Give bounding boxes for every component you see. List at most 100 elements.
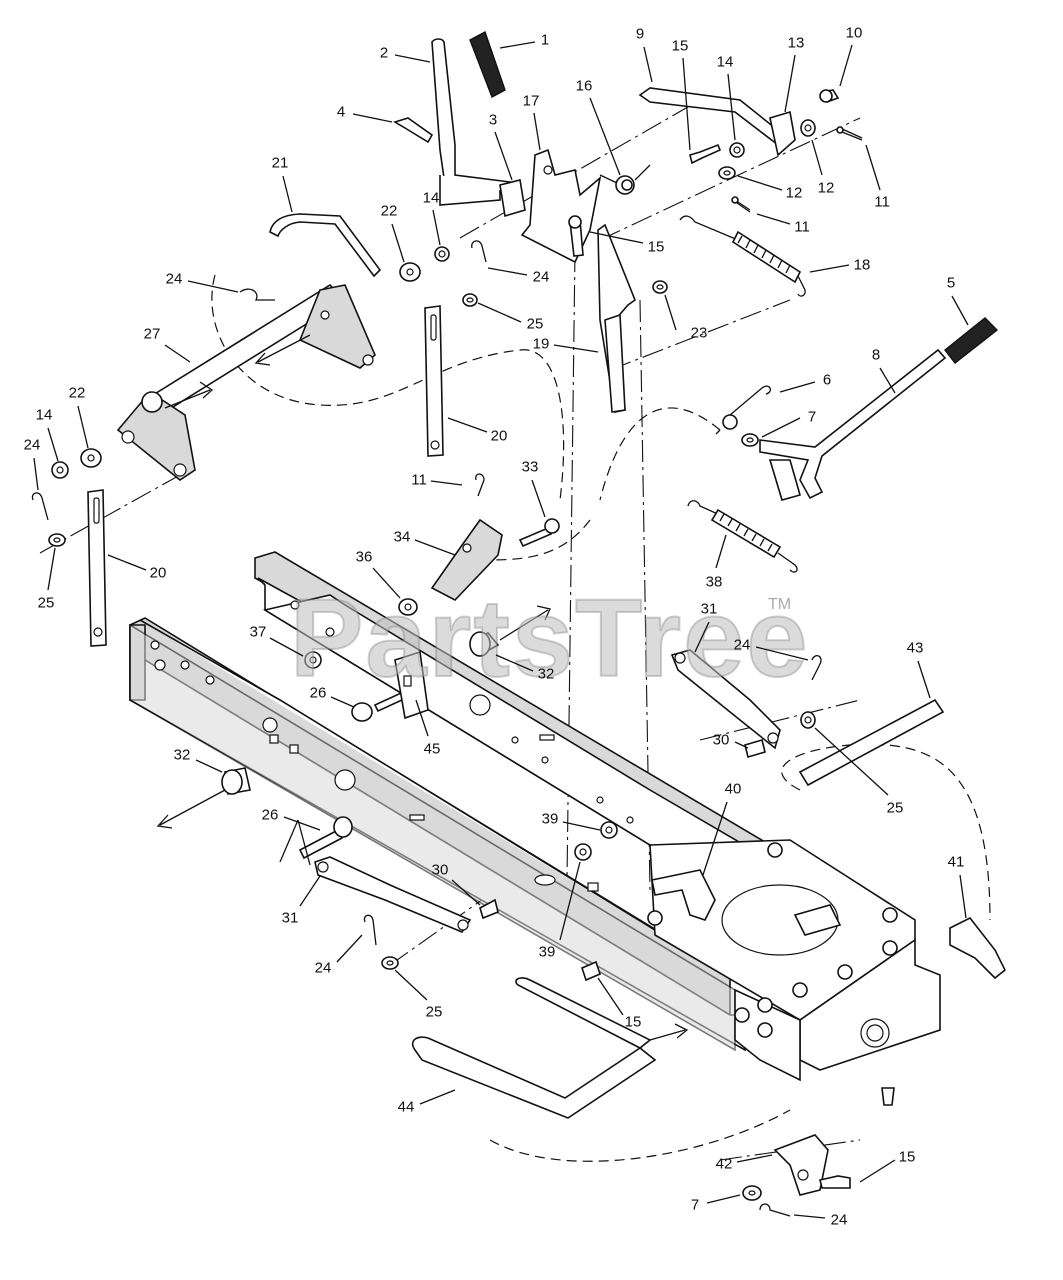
leader-32a [495,654,534,672]
bottom-routing-line [489,1109,791,1162]
callout-41[interactable]: 41 [947,853,965,871]
callout-45[interactable]: 45 [423,740,441,758]
callout-44[interactable]: 44 [397,1098,415,1116]
callout-5[interactable]: 5 [946,274,956,292]
callout-18[interactable]: 18 [853,256,871,274]
callout-24e[interactable]: 24 [314,959,332,977]
callout-12a[interactable]: 12 [785,184,803,202]
callout-15c[interactable]: 15 [624,1013,642,1031]
callout-14b[interactable]: 14 [422,189,440,207]
extension-spring-18 [679,215,806,297]
callout-1[interactable]: 1 [540,31,550,49]
callout-20b[interactable]: 20 [149,564,167,582]
callout-6[interactable]: 6 [822,371,832,389]
brake-arm-31a [670,649,781,750]
callout-42[interactable]: 42 [715,1155,733,1173]
leader-39b [559,861,581,941]
callout-25a[interactable]: 25 [526,315,544,333]
callout-31a[interactable]: 31 [700,600,718,618]
direction-arrow-2 [254,334,311,366]
callout-10[interactable]: 10 [845,24,863,42]
drawbar-44 [411,977,657,1119]
callout-7a[interactable]: 7 [807,408,817,426]
callout-24d[interactable]: 24 [733,636,751,654]
callout-32a[interactable]: 32 [537,665,555,683]
callout-31b[interactable]: 31 [281,909,299,927]
hex-bolt-15a [689,143,722,165]
callout-24a[interactable]: 24 [165,270,183,288]
callout-12b[interactable]: 12 [817,179,835,197]
leader-11c [430,480,463,486]
center-line-6 [699,699,861,741]
callout-26a[interactable]: 26 [309,684,327,702]
lock-nut-14b [51,461,69,479]
callout-25c[interactable]: 25 [886,799,904,817]
shoulder-bolt [393,117,434,144]
hex-bolt-15d [819,1175,851,1189]
callout-24c[interactable]: 24 [23,436,41,454]
torsion-spring-6 [715,385,771,435]
leader-3 [494,131,513,181]
callout-40[interactable]: 40 [724,780,742,798]
leader-33 [531,479,546,518]
callout-21[interactable]: 21 [271,154,289,172]
lift-link-20a [424,305,444,457]
callout-24b[interactable]: 24 [532,268,550,286]
callout-37[interactable]: 37 [249,623,267,641]
callout-14a[interactable]: 14 [716,53,734,71]
leader-24c [33,457,39,491]
callout-19[interactable]: 19 [532,335,550,353]
leader-11b [756,213,791,225]
callout-25b[interactable]: 25 [37,594,55,612]
callout-43[interactable]: 43 [906,639,924,657]
callout-4[interactable]: 4 [336,103,346,121]
leader-24f [793,1214,826,1219]
direction-arrow-3 [156,789,226,829]
callout-26b[interactable]: 26 [261,806,279,824]
callout-36[interactable]: 36 [355,548,373,566]
callout-16[interactable]: 16 [575,77,593,95]
callout-11a[interactable]: 11 [874,193,890,211]
callout-9[interactable]: 9 [635,25,645,43]
leader-10 [839,44,853,87]
callout-7b[interactable]: 7 [690,1196,700,1214]
callout-2[interactable]: 2 [379,44,389,62]
callout-30b[interactable]: 30 [431,861,449,879]
cotter-pin-24d [811,655,822,681]
callout-30a[interactable]: 30 [712,731,730,749]
washer-23 [652,280,668,294]
callout-15d[interactable]: 15 [898,1148,916,1166]
callout-17[interactable]: 17 [522,92,540,110]
leader-19 [553,344,599,353]
callout-15a[interactable]: 15 [671,37,689,55]
callout-39a[interactable]: 39 [541,810,559,828]
callout-3[interactable]: 3 [488,111,498,129]
callout-25d[interactable]: 25 [425,1003,443,1021]
callout-34[interactable]: 34 [393,528,411,546]
callout-22b[interactable]: 22 [68,384,86,402]
callout-13[interactable]: 13 [787,34,805,52]
callout-14c[interactable]: 14 [35,406,53,424]
leader-24e [336,934,363,963]
callout-11c[interactable]: 11 [411,471,427,489]
callout-38[interactable]: 38 [705,573,723,591]
callout-24f[interactable]: 24 [830,1211,848,1229]
callout-22a[interactable]: 22 [380,202,398,220]
carriage-bolt-26b [298,816,353,860]
washer-36 [398,598,418,616]
callout-20a[interactable]: 20 [490,427,508,445]
callout-11b[interactable]: 11 [794,218,810,236]
callout-32b[interactable]: 32 [173,746,191,764]
leader-1 [499,41,536,49]
callout-15b[interactable]: 15 [647,238,665,256]
callout-39b[interactable]: 39 [538,943,556,961]
lift-link-routing-line [211,274,565,501]
torsion-spring [599,164,651,195]
callout-27[interactable]: 27 [143,325,161,343]
callout-8[interactable]: 8 [871,346,881,364]
leader-20a [447,417,488,433]
callout-33[interactable]: 33 [521,458,539,476]
callout-23[interactable]: 23 [690,324,708,342]
leader-8 [879,367,896,394]
